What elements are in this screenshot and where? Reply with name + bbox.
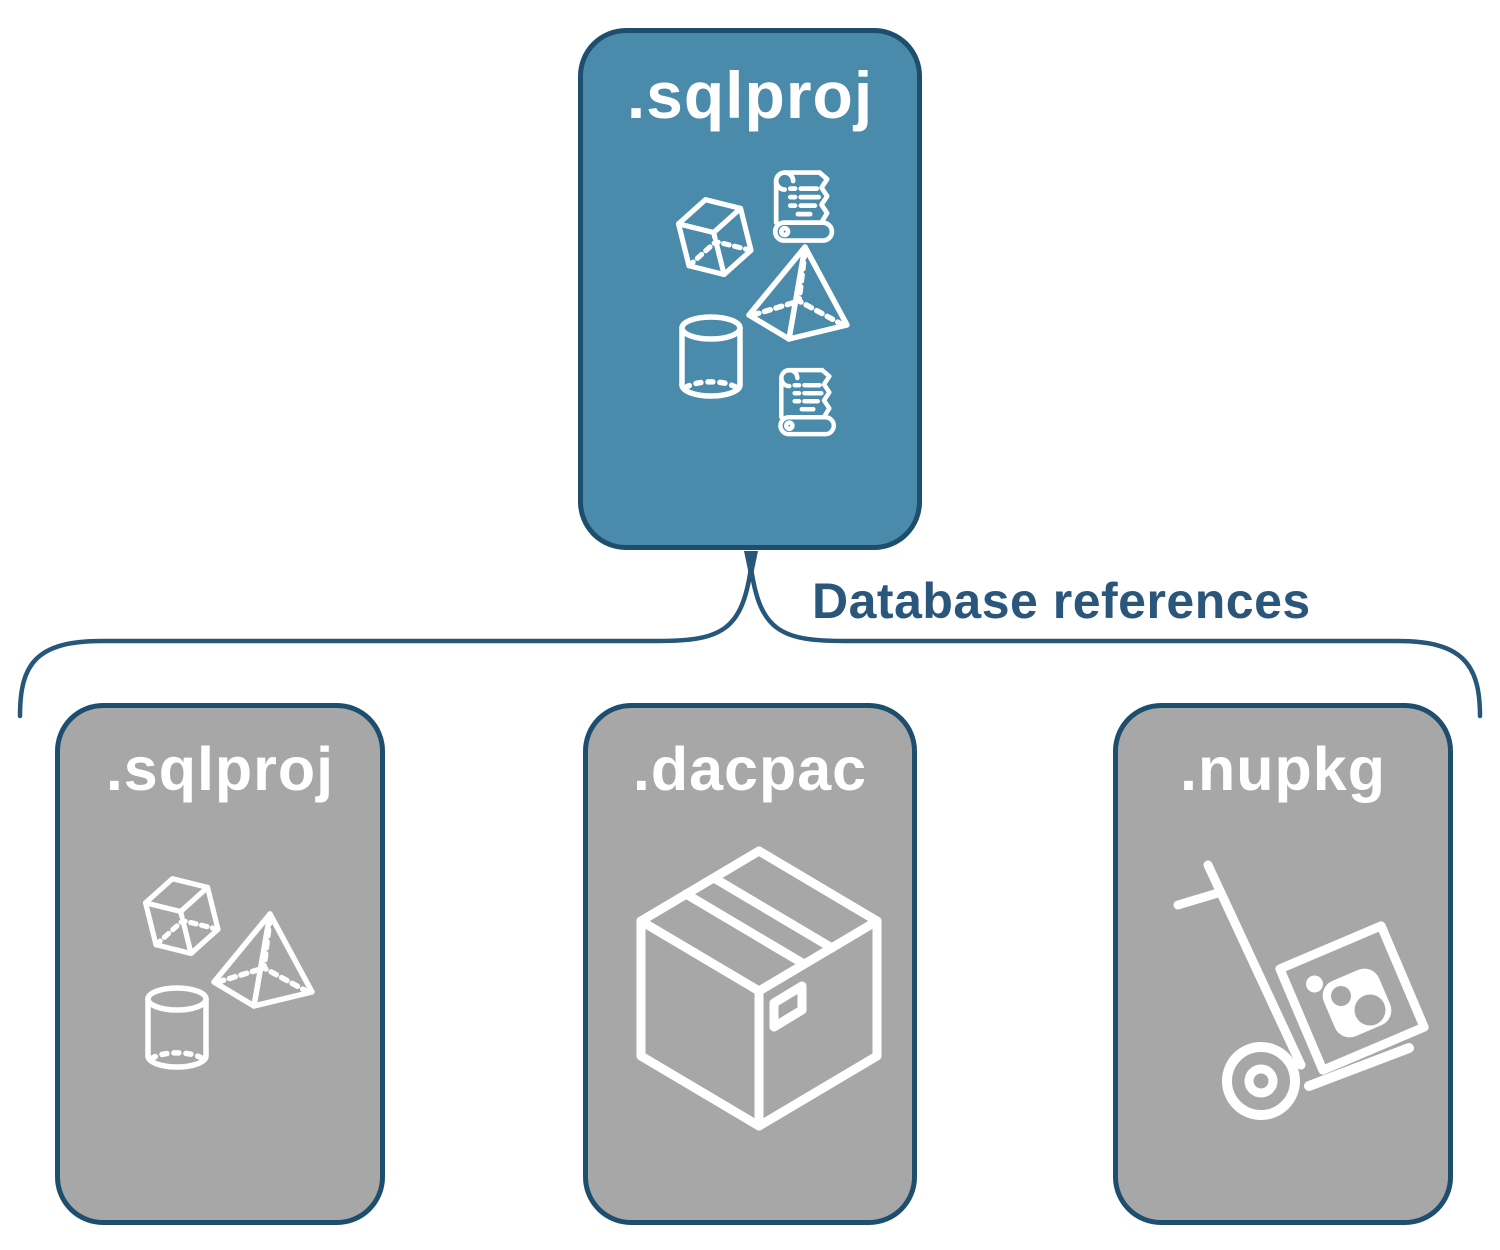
connector-stub — [744, 551, 758, 575]
scroll-icon — [762, 165, 847, 250]
package-box-icon — [634, 841, 884, 1131]
node-title: .dacpac — [632, 735, 868, 803]
node-sqlproj-parent: .sqlproj — [578, 28, 922, 550]
node-title: .sqlproj — [105, 735, 335, 803]
node-title: .nupkg — [1180, 735, 1386, 803]
cylinder-icon — [142, 984, 212, 1074]
cylinder-icon — [676, 313, 746, 403]
connector-label: Database references — [812, 573, 1311, 629]
pyramid-icon — [208, 908, 318, 1013]
node-dacpac: .dacpac — [583, 703, 917, 1225]
scroll-icon — [768, 363, 848, 443]
node-sqlproj-child: .sqlproj — [55, 703, 385, 1225]
pyramid-icon — [743, 241, 853, 346]
node-nupkg: .nupkg — [1113, 703, 1453, 1225]
hand-truck-nuget-icon — [1166, 858, 1436, 1138]
node-title: .sqlproj — [626, 58, 874, 132]
